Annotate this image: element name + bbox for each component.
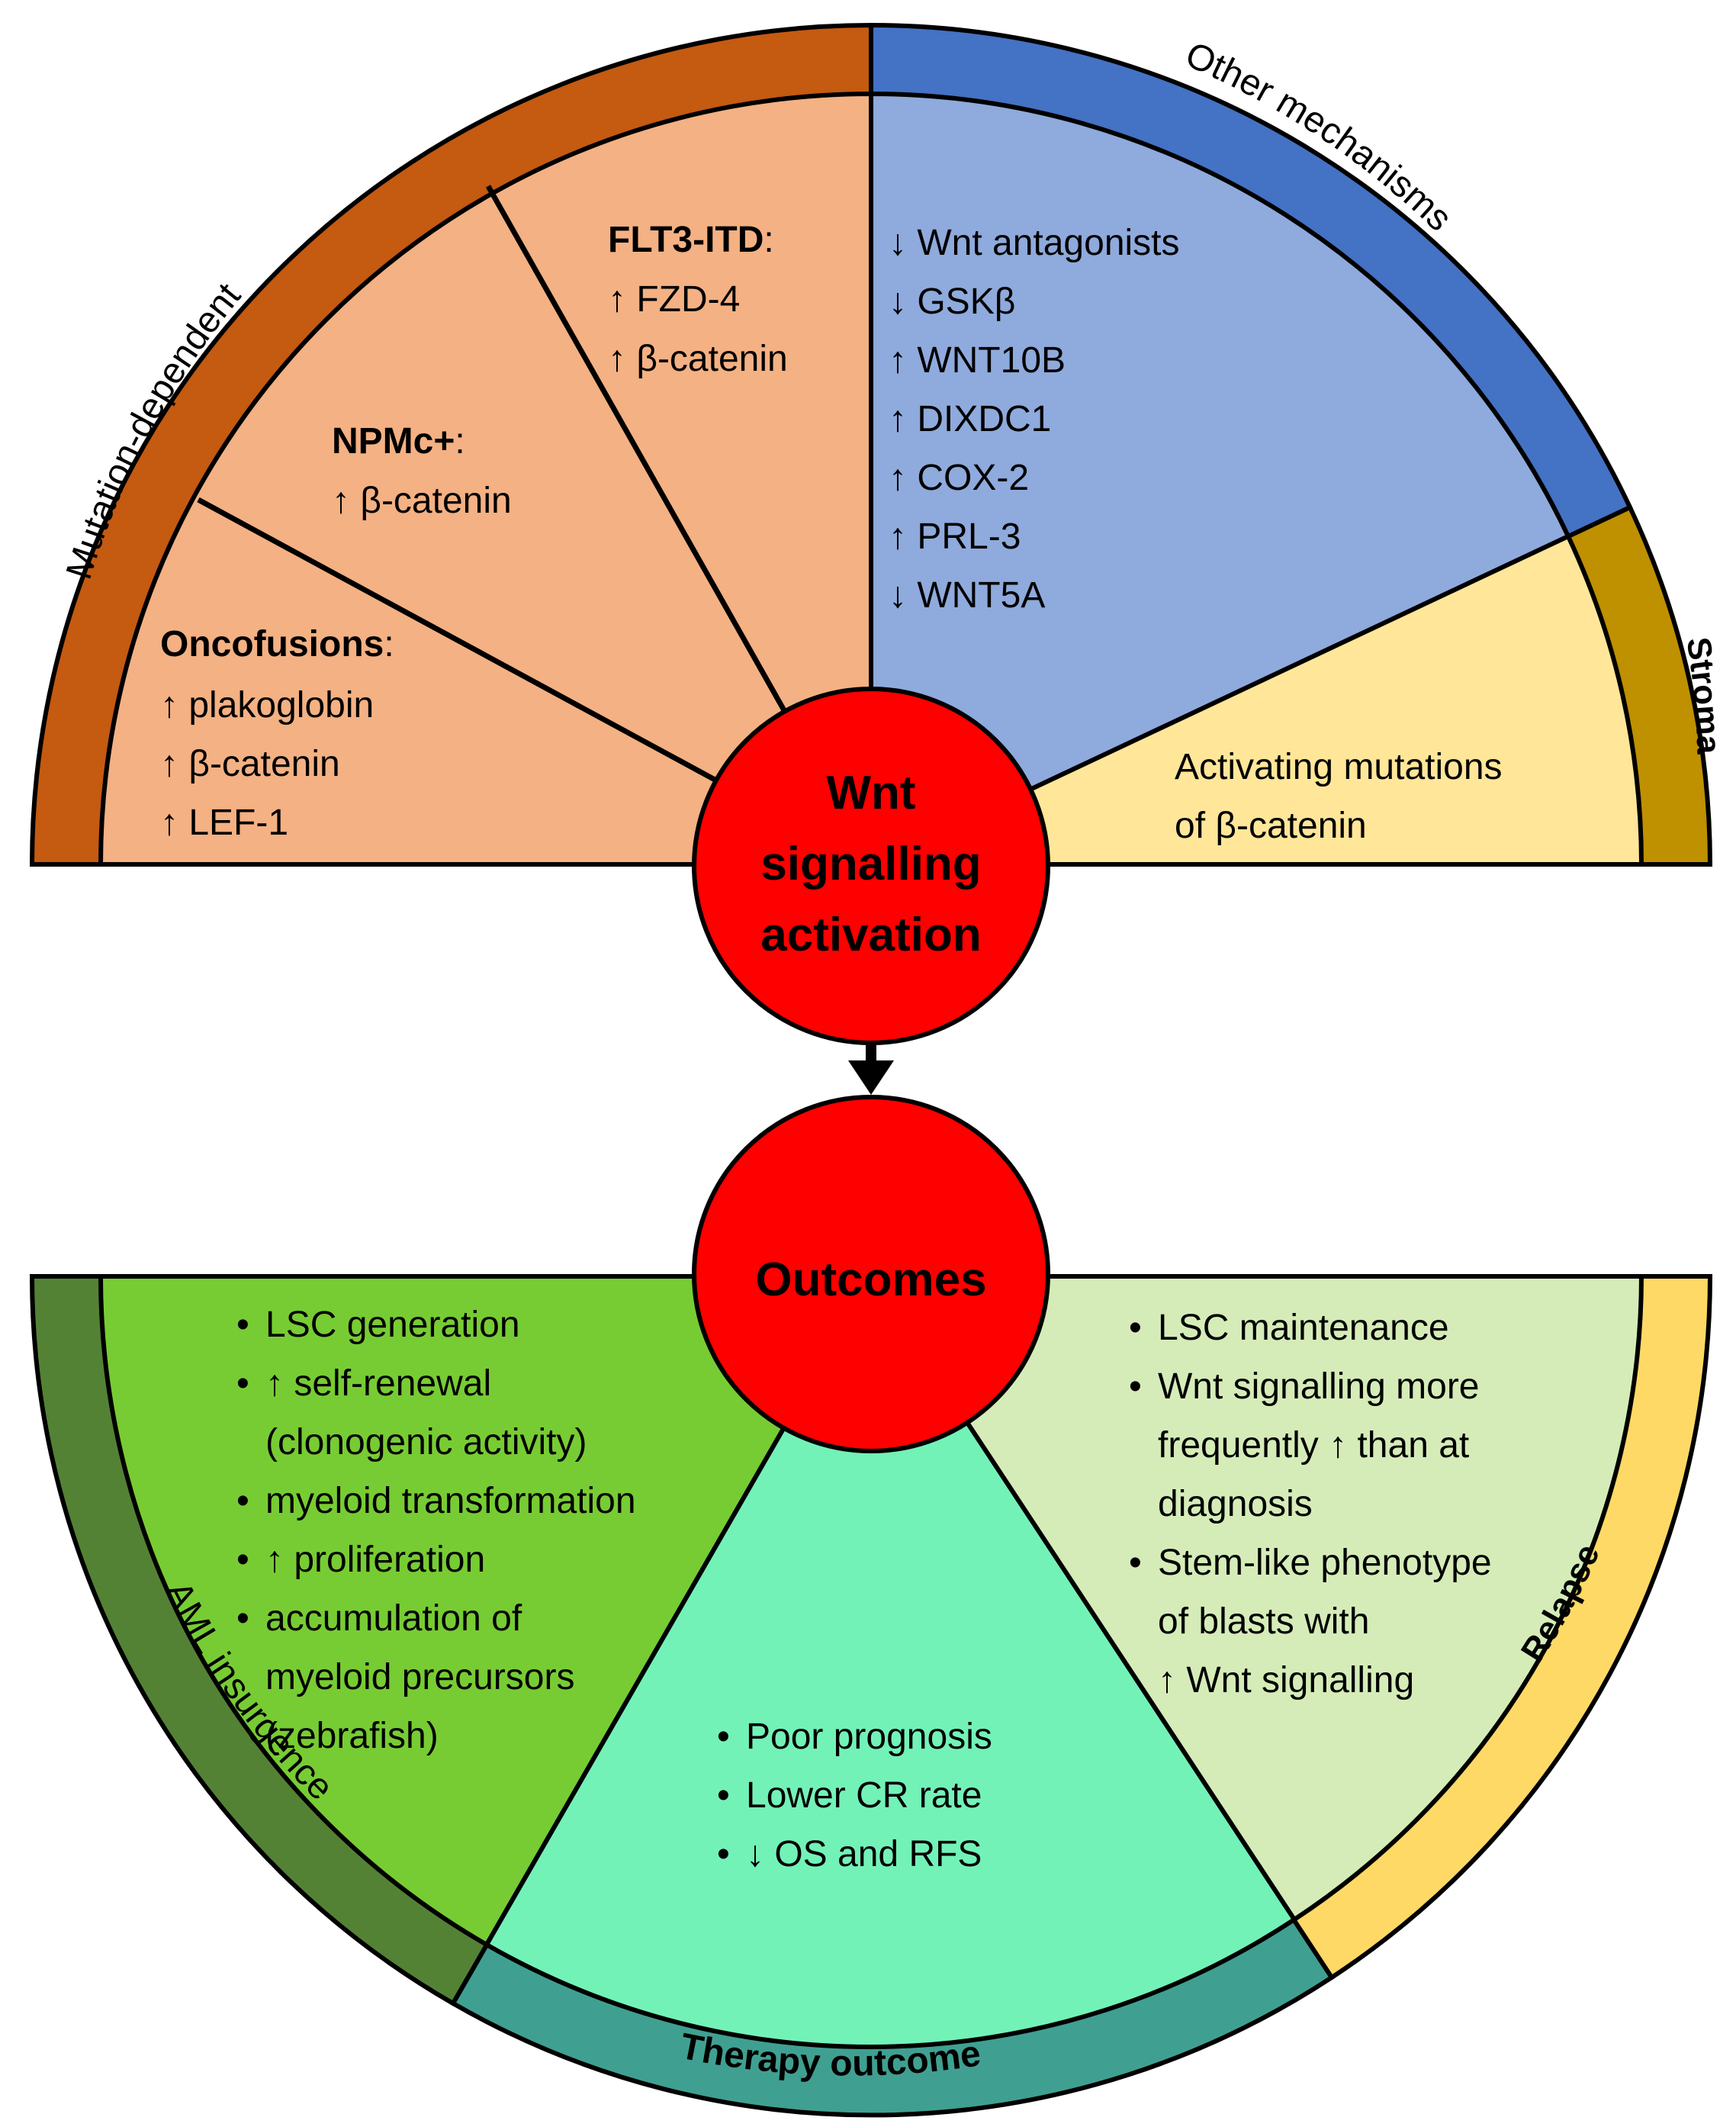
flt3-item: ↑ β-catenin xyxy=(608,339,788,379)
bullet: • xyxy=(236,1481,249,1521)
relapse-sector xyxy=(866,1274,1644,1923)
aml-insurgence-sector xyxy=(98,1274,876,1948)
aml-line: (zebrafish) xyxy=(265,1716,439,1756)
oncofusions-item: ↑ LEF-1 xyxy=(160,803,288,843)
relapse-line: Stem-like phenotype xyxy=(1158,1543,1492,1583)
oncofusions-title: Oncofusions: xyxy=(160,624,394,664)
other-mechanisms-sector xyxy=(869,91,1571,868)
bullet: • xyxy=(717,1834,730,1874)
relapse-line: frequently ↑ than at xyxy=(1158,1425,1469,1466)
aml-line: accumulation of xyxy=(265,1598,522,1639)
stroma-sector xyxy=(870,533,1644,867)
oncofusions-item: ↑ plakoglobin xyxy=(160,685,374,726)
other-mechanisms-item: ↓ GSKβ xyxy=(889,282,1015,322)
relapse-list: • LSC maintenance • Wnt signalling more … xyxy=(1129,1308,1492,1701)
relapse-line: ↑ Wnt signalling xyxy=(1158,1660,1414,1701)
other-mechanisms-item: ↓ Wnt antagonists xyxy=(889,223,1180,263)
aml-line: ↑ proliferation xyxy=(265,1540,485,1580)
bullet: • xyxy=(236,1363,249,1404)
aml-line: LSC generation xyxy=(265,1305,520,1345)
oncofusions-item: ↑ β-catenin xyxy=(160,744,340,784)
bullet: • xyxy=(717,1775,730,1816)
stroma-text: of β-catenin xyxy=(1175,806,1367,846)
wnt-title-line: signalling xyxy=(760,838,981,890)
aml-insurgence-list: • LSC generation • ↑ self-renewal (clono… xyxy=(236,1305,636,1756)
outcomes-circle xyxy=(692,1095,1050,1453)
relapse-line: diagnosis xyxy=(1158,1484,1313,1524)
bullet: • xyxy=(1129,1543,1142,1583)
aml-line: myeloid precursors xyxy=(265,1657,574,1697)
bullet: • xyxy=(236,1598,249,1639)
npmc-item: ↑ β-catenin xyxy=(332,481,512,521)
aml-line: myeloid transformation xyxy=(265,1481,636,1521)
therapy-item: Poor prognosis xyxy=(746,1717,992,1757)
flt3-title: FLT3-ITD: xyxy=(608,220,774,260)
bullet: • xyxy=(236,1540,249,1580)
bullet: • xyxy=(1129,1308,1142,1348)
therapy-item: Lower CR rate xyxy=(746,1775,982,1816)
bullet: • xyxy=(717,1717,730,1757)
bullet: • xyxy=(236,1305,249,1345)
outcomes-title: Outcomes xyxy=(755,1253,986,1306)
aml-line: (clonogenic activity) xyxy=(265,1422,587,1463)
other-mechanisms-item: ↓ WNT5A xyxy=(889,575,1045,616)
stroma-text: Activating mutations xyxy=(1175,747,1503,787)
therapy-item: ↓ OS and RFS xyxy=(746,1834,982,1874)
relapse-line: Wnt signalling more xyxy=(1158,1366,1480,1407)
wnt-title-line: Wnt xyxy=(826,767,915,819)
aml-line: ↑ self-renewal xyxy=(265,1363,491,1404)
flt3-item: ↑ FZD-4 xyxy=(608,279,740,320)
wnt-signalling-circle xyxy=(692,687,1050,1045)
bullet: • xyxy=(1129,1366,1142,1407)
relapse-line: of blasts with xyxy=(1158,1601,1369,1642)
other-mechanisms-item: ↑ COX-2 xyxy=(889,458,1029,498)
therapy-outcome-sector xyxy=(483,1272,1298,2049)
other-mechanisms-item: ↑ WNT10B xyxy=(889,340,1066,381)
mutation-dependent-sector xyxy=(98,91,873,867)
relapse-line: LSC maintenance xyxy=(1158,1308,1449,1348)
other-mechanisms-item: ↑ PRL-3 xyxy=(889,516,1021,557)
therapy-outcome-list: • Poor prognosis • Lower CR rate • ↓ OS … xyxy=(717,1717,992,1874)
other-mechanisms-item: ↑ DIXDC1 xyxy=(889,399,1051,439)
wnt-title-line: activation xyxy=(760,909,981,961)
npmc-title: NPMc+: xyxy=(332,421,465,462)
arrow-head xyxy=(848,1060,894,1095)
